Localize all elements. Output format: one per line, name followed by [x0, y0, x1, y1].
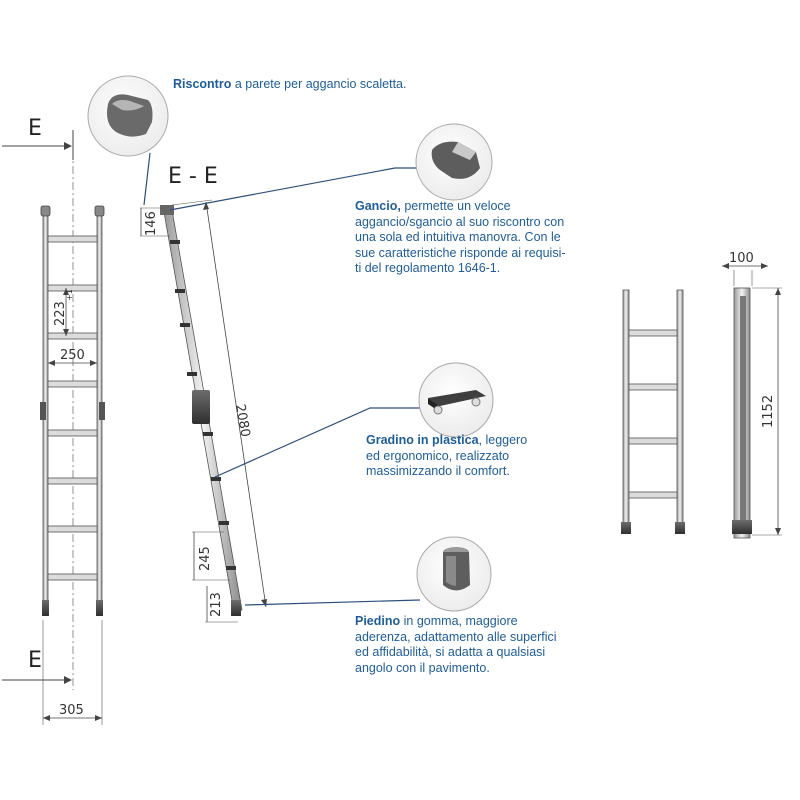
callout-gancio-line-0: permette un veloce — [404, 199, 511, 213]
dim-lower-step: 245 — [198, 546, 213, 571]
dim-rung-spacing: 223 — [53, 301, 68, 326]
callout-gradino-line-1: ed ergonomico, realizzato — [366, 448, 510, 463]
callout-riscontro: Riscontro a parete per aggancio scaletta… — [173, 77, 473, 93]
folded-ladder-front — [621, 289, 685, 534]
section-title: E - E — [168, 164, 218, 189]
dim-folded-length: 1152 — [761, 395, 776, 428]
dim-folded-depth: 100 — [729, 251, 754, 266]
section-view-ladder: 146 2080 245 213 — [140, 199, 267, 623]
folded-ladder-side: 100 1152 — [722, 251, 782, 539]
rubber-foot-icon — [416, 536, 492, 612]
callout-gancio-line-4: ti del regolamento 1646-1. — [355, 261, 501, 275]
wall-bracket-icon — [87, 75, 169, 157]
callout-piedino-title: Piedino — [355, 614, 401, 628]
callout-piedino-line-0: in gomma, maggiore — [403, 614, 518, 628]
callout-gradino: Gradino in plastica, leggero ed ergonomi… — [366, 433, 566, 480]
callout-gancio-line-3: sue caratteristiche risponde ai requisi- — [355, 245, 566, 260]
plastic-step-icon — [418, 362, 494, 438]
callout-piedino-line-2: ed affidabilità, si adatta a qualsiasi — [355, 645, 546, 659]
callout-riscontro-title: Riscontro — [173, 77, 232, 91]
callout-gancio: Gancio, permette un veloce aggancio/sgan… — [355, 199, 600, 277]
dim-inner-width: 250 — [60, 348, 85, 363]
section-label-bottom: E — [28, 648, 42, 673]
callout-gradino-line-2: massimizzando il comfort. — [366, 464, 510, 478]
callout-gradino-line-0: , leggero — [478, 433, 528, 447]
callout-piedino-line-1: aderenza, adattamento alle superfici — [355, 629, 557, 644]
dim-total-length: 2080 — [232, 403, 253, 438]
dim-outer-width: 305 — [59, 703, 84, 718]
callout-gancio-line-1: aggancio/sgancio al suo riscontro con — [355, 214, 565, 229]
callout-gradino-title: Gradino in plastica — [366, 433, 479, 447]
callout-gancio-line-2: una sola ed intuitiva manovra. Con le — [355, 230, 561, 244]
leader-lines — [143, 152, 421, 606]
dim-rung-tolerance: +1 — [65, 289, 74, 301]
callout-gancio-title: Gancio, — [355, 199, 401, 213]
callout-piedino-line-3: angolo con il pavimento. — [355, 660, 490, 675]
hook-icon — [415, 123, 493, 201]
callout-riscontro-text: a parete per aggancio scaletta. — [234, 77, 407, 91]
front-view-ladder: 223 +1 250 305 — [2, 130, 105, 725]
callout-piedino: Piedino in gomma, maggiore aderenza, ada… — [355, 614, 595, 676]
dim-top-offset: 146 — [144, 211, 159, 236]
section-label-top: E — [28, 116, 42, 141]
dim-foot-height: 213 — [209, 592, 224, 617]
